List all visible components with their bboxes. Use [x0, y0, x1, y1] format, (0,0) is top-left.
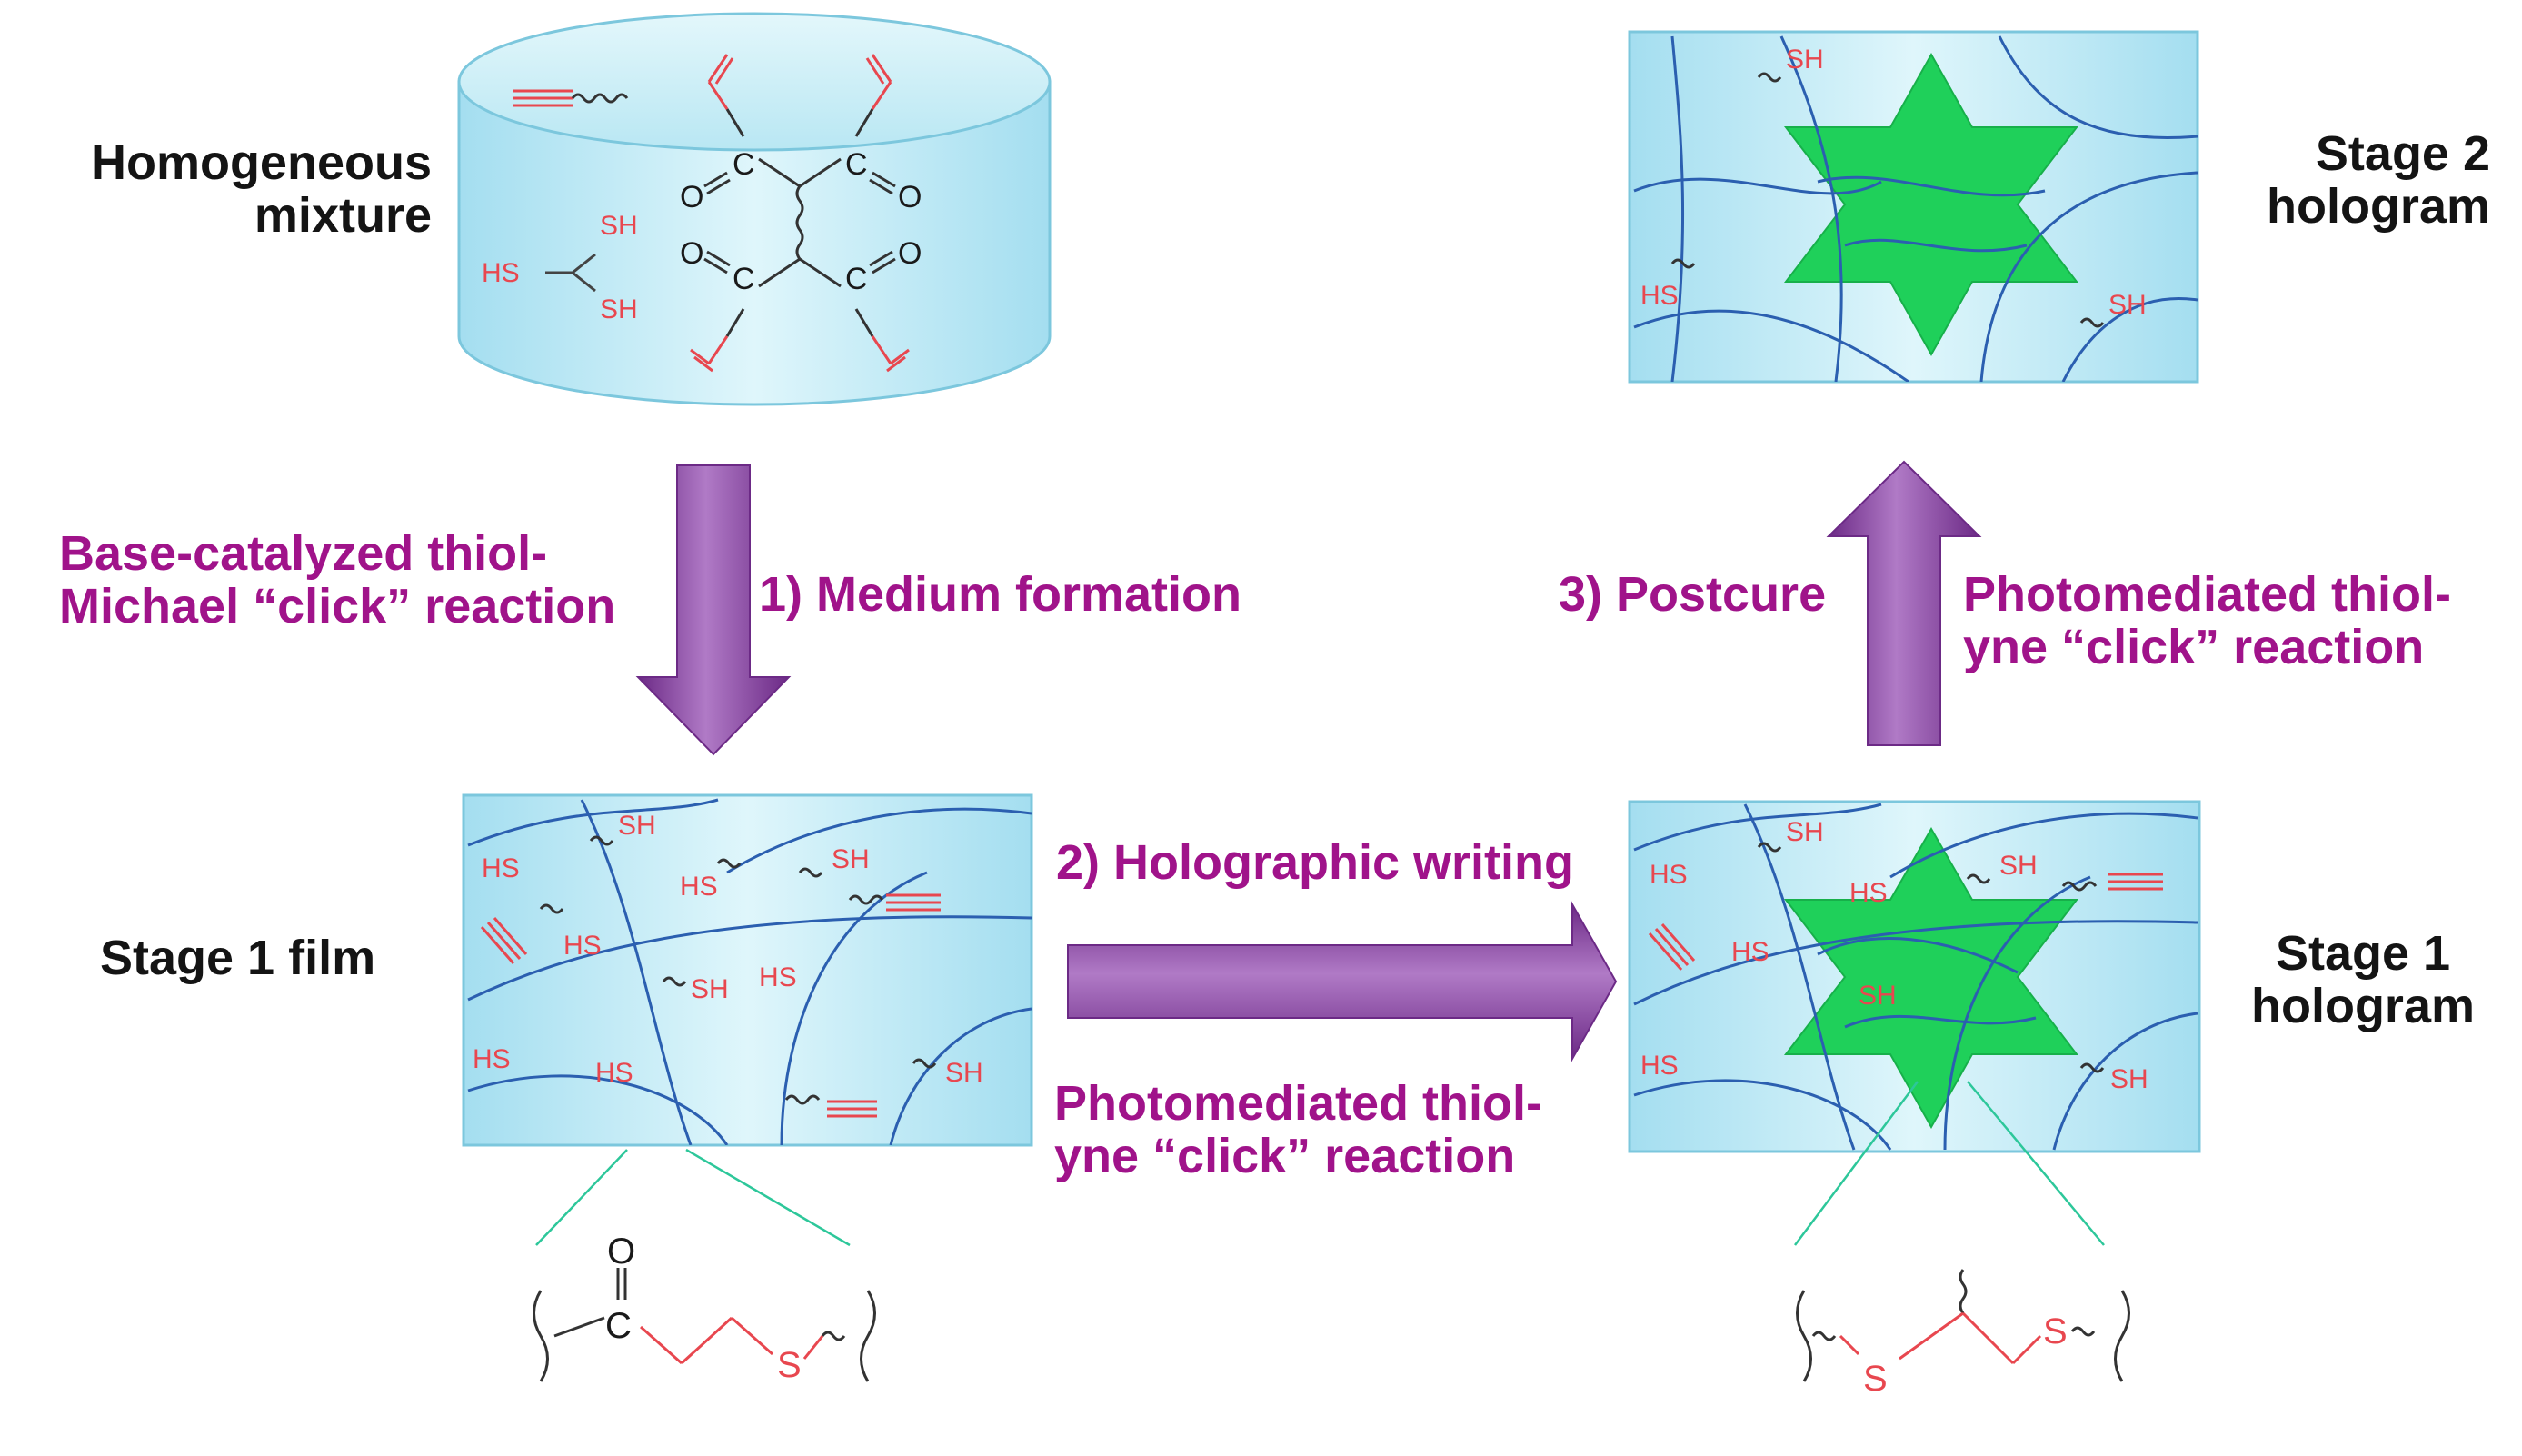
bis-thioether-structure: S S [1796, 1269, 2130, 1399]
svg-text:SH: SH [691, 974, 729, 1004]
svg-text:SH: SH [1999, 851, 2038, 881]
medium-formation-step-label: 1) Medium formation [759, 567, 1242, 622]
svg-text:SH: SH [832, 844, 870, 874]
label-line: Photomediated thiol- [1963, 567, 2451, 622]
thiol-groups: HS SH HS SH HS SH HS SH [1640, 817, 2148, 1094]
homogeneous-mixture-cylinder: SH HS SH C C [457, 12, 1052, 406]
oxygen-atom: O [680, 180, 703, 214]
oxygen-atom: O [898, 180, 922, 214]
svg-text:HS: HS [1849, 878, 1888, 908]
alkyne-groups [480, 893, 941, 1118]
svg-text:HS: HS [563, 931, 602, 961]
postcure-arrow [1826, 460, 1982, 746]
holographic-writing-step-label: 2) Holographic writing [1056, 835, 1575, 890]
svg-text:SH: SH [1786, 45, 1824, 75]
alkyne-molecule [513, 89, 629, 107]
svg-text:HS: HS [595, 1058, 633, 1088]
svg-text:SH: SH [1859, 981, 1897, 1011]
trithiol-molecule: SH HS SH [482, 211, 638, 324]
alkyne-groups [1648, 873, 2163, 971]
label-line: yne “click” reaction [1054, 1129, 1516, 1184]
tetraacrylate-molecule [703, 108, 896, 337]
svg-text:HS: HS [1640, 281, 1679, 311]
wavy-bonds [1670, 72, 2105, 328]
svg-text:SH: SH [618, 811, 656, 841]
stage2-hologram-label: Stage 2 hologram [2199, 127, 2490, 234]
svg-text:HS: HS [482, 853, 520, 883]
bis-thioether-connector-lines [1794, 1081, 2105, 1246]
carbon-atom: C [733, 262, 755, 296]
svg-text:HS: HS [473, 1044, 511, 1074]
label-line: Stage 1 [2275, 926, 2451, 981]
thiol-michael-reaction-label: Base-catalyzed thiol- Michael “click” re… [59, 527, 615, 633]
thioether-connector-lines [535, 1148, 851, 1247]
thiol-group: SH [600, 211, 638, 241]
oxygen-atom: O [607, 1232, 635, 1272]
svg-text:SH: SH [2110, 1064, 2148, 1094]
carbon-atom: C [605, 1306, 632, 1346]
polymer-network [1633, 803, 2198, 1151]
sulfur-atom: S [777, 1345, 802, 1385]
postcure-step-label: 3) Postcure [1559, 567, 1827, 622]
thiol-groups: SH HS SH [1640, 45, 2147, 320]
stage1-hologram-label: Stage 1 hologram [2218, 927, 2508, 1033]
polymer-network [467, 798, 1032, 1145]
stage1-film-box: HS SH HS SH HS SH HS HS HS SH [462, 793, 1033, 1147]
oxygen-atom: O [898, 236, 922, 271]
carbon-atom: C [845, 147, 868, 182]
label-line: hologram [2250, 979, 2475, 1034]
star-hologram [1783, 52, 2079, 357]
stage1-hologram-box: HS SH HS SH HS SH HS SH [1628, 800, 2201, 1153]
carbon-atom: C [733, 147, 755, 182]
svg-text:HS: HS [1650, 860, 1688, 890]
svg-text:SH: SH [945, 1058, 983, 1088]
svg-text:HS: HS [1731, 937, 1769, 967]
label-line: Photomediated thiol- [1054, 1076, 1542, 1131]
polymer-network [1633, 35, 2198, 382]
vinyl-groups [690, 54, 910, 373]
svg-text:HS: HS [759, 962, 797, 992]
thiol-yne-postcure-reaction-label: Photomediated thiol- yne “click” reactio… [1963, 568, 2451, 674]
label-line: Base-catalyzed thiol- [59, 526, 548, 581]
sulfur-atom: S [1863, 1359, 1888, 1399]
svg-text:HS: HS [1640, 1051, 1679, 1081]
label-line: Homogeneous [90, 135, 432, 190]
svg-text:SH: SH [2108, 290, 2147, 320]
label-line: hologram [2266, 179, 2490, 234]
label-line: Michael “click” reaction [59, 579, 616, 634]
thiol-group: HS [482, 258, 520, 288]
medium-formation-arrow [635, 464, 792, 756]
thioether-structure-stage1: O C S [533, 1232, 876, 1385]
wavy-bonds [1757, 842, 2105, 1073]
svg-text:HS: HS [680, 872, 718, 902]
holographic-writing-arrow [1067, 901, 1618, 1062]
wavy-bonds [539, 835, 937, 1105]
svg-text:SH: SH [1786, 817, 1824, 847]
thiol-yne-writing-reaction-label: Photomediated thiol- yne “click” reactio… [1054, 1077, 1542, 1183]
label-line: mixture [254, 188, 432, 244]
carbon-atom: C [845, 262, 868, 296]
thiol-groups: HS SH HS SH HS SH HS HS HS SH [473, 811, 983, 1088]
sulfur-atom: S [2043, 1311, 2068, 1351]
oxygen-atom: O [680, 236, 703, 271]
star-hologram [1783, 826, 2079, 1130]
homogeneous-mixture-label: Homogeneous mixture [27, 136, 432, 243]
stage2-hologram-box: SH HS SH [1628, 30, 2199, 384]
thiol-group: SH [600, 294, 638, 324]
label-line: yne “click” reaction [1963, 620, 2425, 675]
label-line: Stage 2 [2315, 126, 2490, 181]
stage1-film-label: Stage 1 film [100, 931, 376, 985]
